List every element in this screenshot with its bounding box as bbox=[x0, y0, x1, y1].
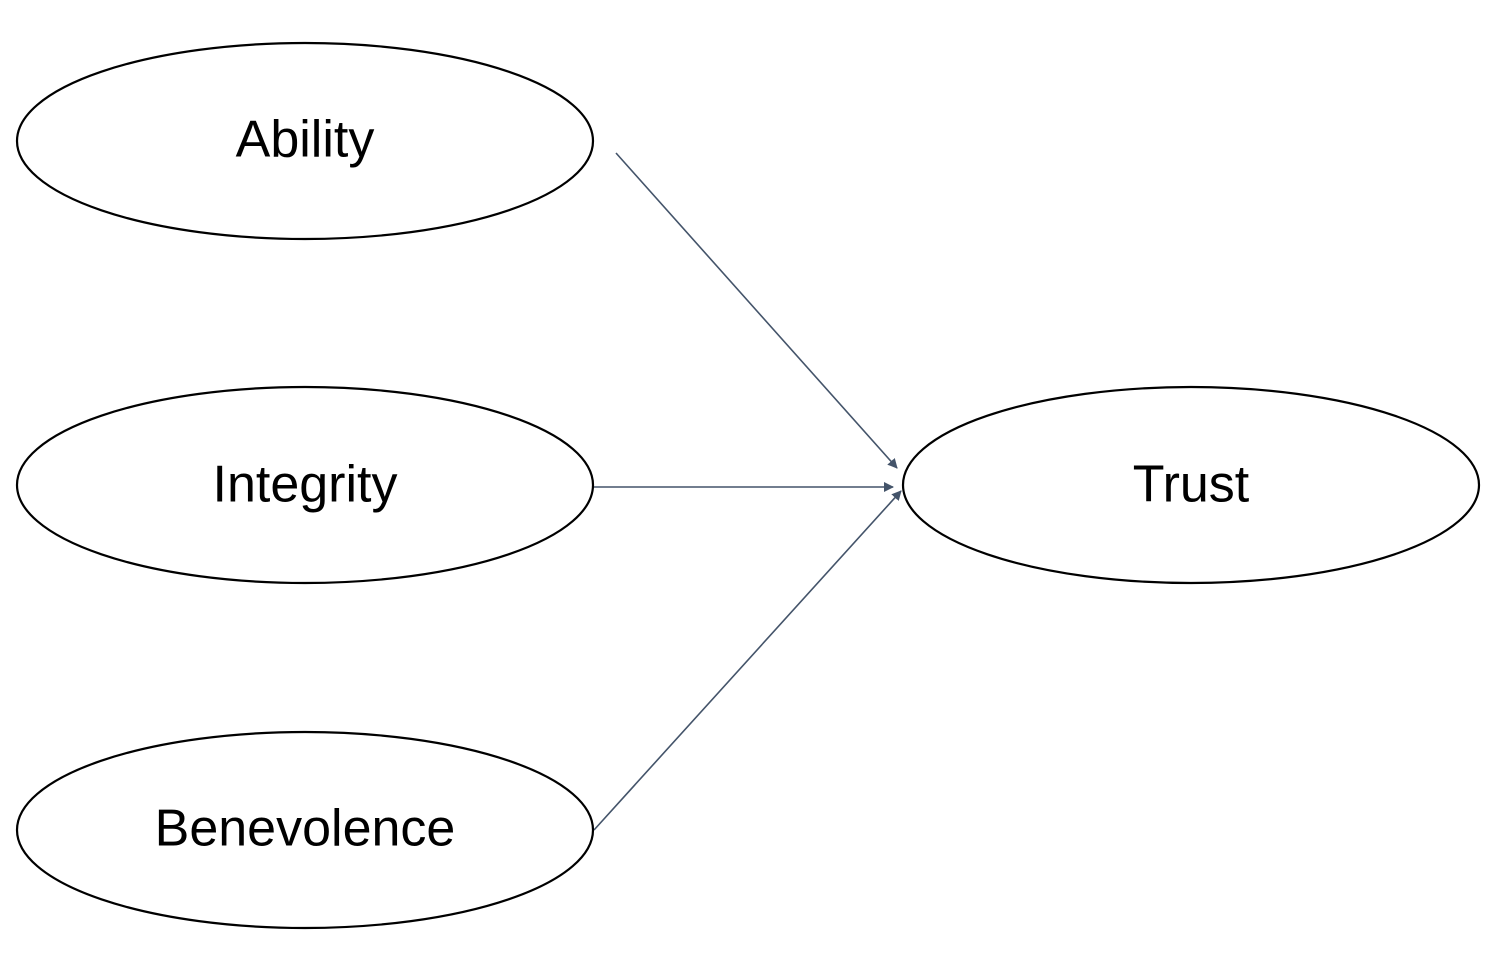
benevolence-label: Benevolence bbox=[155, 800, 456, 858]
edge-ability-to-trust bbox=[615, 152, 898, 469]
benevolence-ellipse bbox=[15, 730, 595, 930]
trust-ellipse bbox=[901, 385, 1481, 585]
edge-benevolence-to-trust bbox=[593, 490, 902, 831]
trust-label: Trust bbox=[1133, 456, 1250, 514]
ability-label: Ability bbox=[236, 111, 375, 169]
ability-ellipse bbox=[15, 41, 595, 241]
node-trust: Trust bbox=[901, 385, 1481, 585]
edges bbox=[582, 152, 902, 831]
integrity-label: Integrity bbox=[213, 456, 398, 514]
integrity-ellipse bbox=[15, 385, 595, 585]
node-ability: Ability bbox=[15, 41, 595, 241]
node-integrity: Integrity bbox=[15, 385, 595, 585]
node-benevolence: Benevolence bbox=[15, 730, 595, 930]
